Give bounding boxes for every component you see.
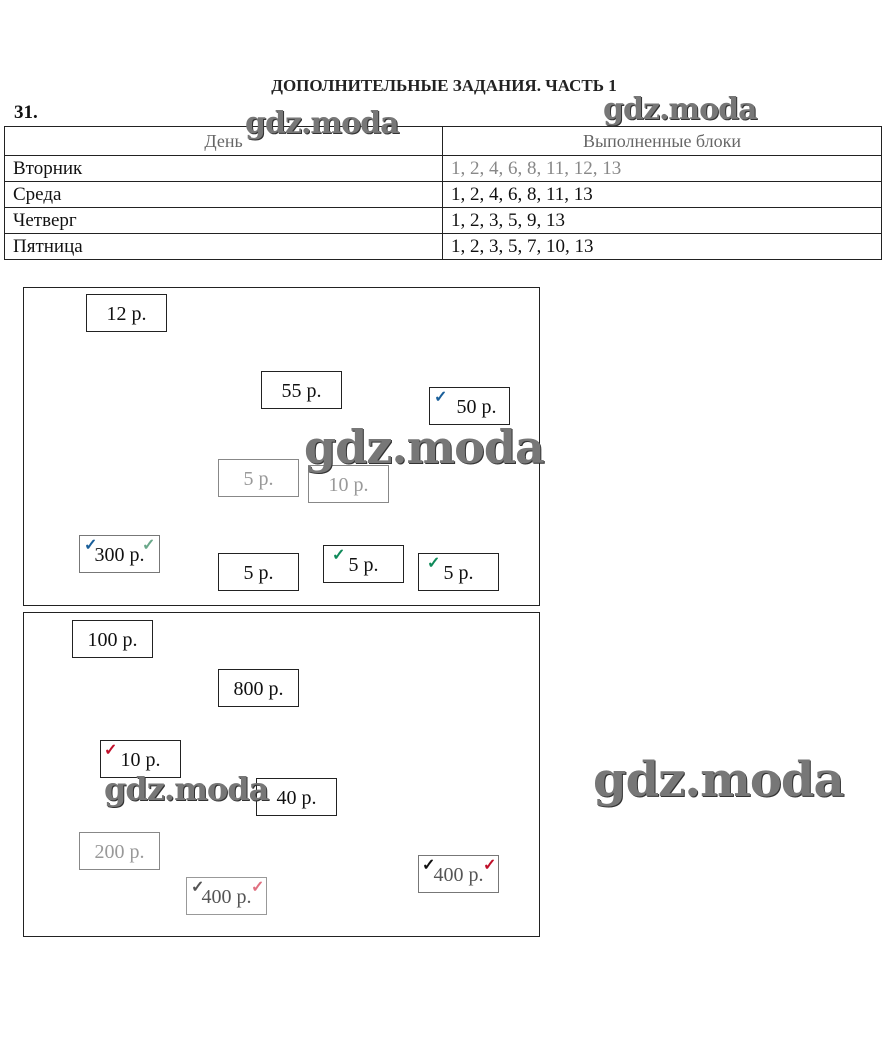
price-card: ✓10 р. (100, 740, 181, 778)
blocks-cell: 1, 2, 3, 5, 9, 13 (442, 207, 882, 234)
price-panel-1 (23, 287, 540, 606)
price-label: 10 р. (120, 749, 161, 771)
check-icon: ✓ (104, 742, 118, 759)
price-label: 50 р. (456, 396, 497, 418)
price-card: 55 р. (261, 371, 342, 409)
price-card: ✓5 р. (418, 553, 499, 591)
price-card: ✓400 р.✓ (186, 877, 267, 915)
price-card: 100 р. (72, 620, 153, 658)
price-card: 12 р. (86, 294, 167, 332)
check-icon: ✓ (84, 537, 98, 554)
price-panel-2 (23, 612, 540, 937)
day-cell: Вторник (4, 155, 443, 182)
blocks-cell: 1, 2, 4, 6, 8, 11, 13 (442, 181, 882, 208)
price-card: ✓5 р. (323, 545, 404, 583)
watermark: gdz.moda (104, 770, 269, 808)
watermark: gdz.moda (245, 106, 400, 141)
price-card: 10 р. (308, 465, 389, 503)
price-card: 200 р. (79, 832, 160, 870)
blocks-cell: 1, 2, 3, 5, 7, 10, 13 (442, 233, 882, 260)
check-icon: ✓ (434, 389, 448, 406)
price-label: 300 р. (94, 544, 145, 566)
blocks-cell: 1, 2, 4, 6, 8, 11, 12, 13 (442, 155, 882, 182)
watermark: gdz.moda (603, 92, 758, 127)
check-icon: ✓ (251, 879, 265, 896)
watermark: gdz.moda (593, 752, 845, 808)
check-icon: ✓ (142, 537, 156, 554)
price-label: 400 р. (433, 864, 484, 886)
check-icon: ✓ (422, 857, 436, 874)
price-card: 5 р. (218, 459, 299, 497)
price-card: 40 р. (256, 778, 337, 816)
price-card: 800 р. (218, 669, 299, 707)
price-label: 5 р. (348, 554, 379, 576)
check-icon: ✓ (332, 547, 346, 564)
check-icon: ✓ (427, 555, 441, 572)
price-label: 5 р. (443, 562, 474, 584)
column-header: Выполненные блоки (442, 126, 882, 156)
day-cell: Среда (4, 181, 443, 208)
price-label: 400 р. (201, 886, 252, 908)
price-card: ✓400 р.✓ (418, 855, 499, 893)
price-card: 5 р. (218, 553, 299, 591)
watermark: gdz.moda (304, 420, 545, 474)
check-icon: ✓ (483, 857, 497, 874)
task-number: 31. (14, 102, 38, 123)
check-icon: ✓ (191, 879, 205, 896)
page-title: ДОПОЛНИТЕЛЬНЫЕ ЗАДАНИЯ. ЧАСТЬ 1 (271, 76, 617, 95)
day-cell: Пятница (4, 233, 443, 260)
day-cell: Четверг (4, 207, 443, 234)
price-card: ✓300 р.✓ (79, 535, 160, 573)
price-card: ✓ 50 р. (429, 387, 510, 425)
column-header: День (4, 126, 443, 156)
